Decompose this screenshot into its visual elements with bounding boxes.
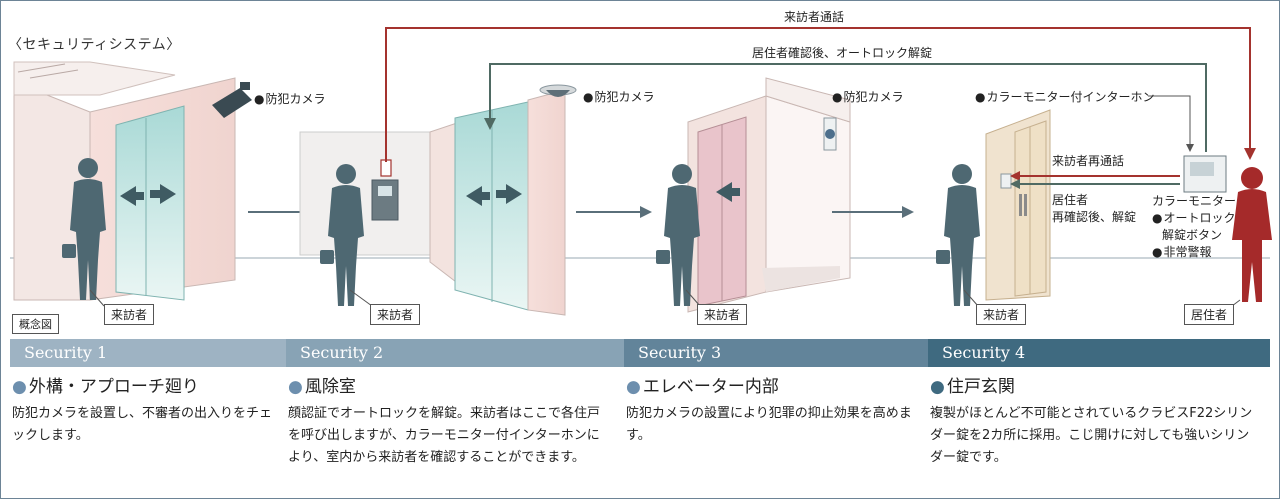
scene-1-entrance — [13, 61, 252, 301]
monitor-label: カラーモニター — [1152, 194, 1237, 208]
unlock-arrowhead — [484, 118, 496, 130]
bullet-icon: ● — [12, 377, 27, 397]
security-4-body: 複製がほとんど不可能とされているクラビスF22シリンダー錠を2カ所に採用。こじ開… — [930, 406, 1253, 465]
resident-figure — [1232, 167, 1272, 302]
bullet-icon: ● — [626, 377, 641, 397]
unlock-flow — [489, 63, 1207, 152]
ceiling-light-1 — [17, 63, 66, 73]
intercom-camera-marker — [380, 159, 392, 177]
recall-label: 来訪者再通話 — [1052, 154, 1125, 168]
security-3-body: 防犯カメラの設置により犯罪の抑止効果を高めます。 — [626, 406, 912, 443]
bullet-icon: ● — [930, 377, 945, 397]
security-1-section: ●外構・アプローチ廻り 防犯カメラを設置し、不審者の出入りをチェックします。 — [12, 372, 274, 447]
resident-label: 居住者 — [1184, 304, 1235, 325]
scene-4-unit-entrance — [936, 109, 1272, 306]
security-1-bar: Security 1 — [10, 339, 286, 367]
door-arrow-left-1 — [120, 186, 144, 206]
visitor-label-2: 来訪者 — [370, 304, 421, 325]
reconfirm-label-line2: 再確認後、解錠 — [1052, 210, 1137, 224]
monitor-feature-1-line1: オートロック — [1152, 210, 1236, 227]
label-leaders — [89, 289, 1241, 307]
door-lock-2 — [1024, 194, 1027, 216]
security-4-section: ●住戸玄関 複製がほとんど不可能とされているクラビスF22シリンダー錠を2カ所に… — [930, 372, 1260, 469]
door-arrow-right-1 — [150, 184, 176, 204]
security-1-heading: ●外構・アプローチ廻り — [12, 377, 199, 397]
monitor-feature-2: 非常警報 — [1152, 244, 1236, 261]
scene-2-windbreak-room — [299, 84, 577, 316]
monitor-feature-1-line2: 解錠ボタン — [1162, 228, 1223, 242]
camera-2-dome — [539, 84, 577, 97]
security-2-heading: ●風除室 — [288, 377, 356, 397]
visitor-call-flow — [385, 27, 1251, 162]
security-3-bar: Security 3 — [624, 339, 928, 367]
security-2-body: 顔認証でオートロックを解錠。来訪者はここで各住戸を呼び出しますが、カラーモニター… — [288, 406, 601, 465]
intercom-label: カラーモニター付インターホン — [975, 88, 1154, 105]
camera-label-3: 防犯カメラ — [832, 88, 903, 105]
door-lock-1 — [1019, 194, 1022, 216]
door-arrow-left-2 — [466, 186, 490, 206]
bullet-icon: ● — [288, 377, 303, 397]
camera-label-1: 防犯カメラ — [254, 90, 325, 107]
door-arrow-left-3 — [716, 182, 740, 202]
security-1-body: 防犯カメラを設置し、不審者の出入りをチェックします。 — [12, 406, 273, 443]
security-2-section: ●風除室 顔認証でオートロックを解錠。来訪者はここで各住戸を呼び出しますが、カラ… — [288, 372, 610, 469]
reconfirm-label: 居住者 再確認後、解錠 — [1052, 192, 1136, 226]
security-2-bar: Security 2 — [286, 339, 624, 367]
progress-arrow-2 — [576, 206, 652, 218]
door-intercom — [1000, 173, 1012, 189]
elevator-floor — [762, 266, 840, 292]
unlock-label: 居住者確認後、オートロック解錠 — [752, 46, 933, 60]
visitor-label-3: 来訪者 — [697, 304, 748, 325]
elevator-camera-lens — [825, 129, 835, 139]
security-4-bar: Security 4 — [928, 339, 1270, 367]
security-3-section: ●エレベーター内部 防犯カメラの設置により犯罪の抑止効果を高めます。 — [626, 372, 916, 447]
visitor-call-label: 来訪者通話 — [784, 10, 845, 24]
concept-diagram-tag: 概念図 — [12, 314, 59, 334]
intercom-panel — [371, 179, 399, 221]
reconfirm-label-line1: 居住者 — [1052, 193, 1089, 207]
visitor-label-1: 来訪者 — [104, 304, 155, 325]
progress-arrow-3 — [832, 206, 914, 218]
camera-1 — [212, 82, 252, 118]
security-4-heading: ●住戸玄関 — [930, 377, 1015, 397]
intercom-screen — [378, 186, 392, 196]
recall-arrowhead — [1010, 171, 1020, 181]
color-monitor-screen — [1190, 162, 1214, 176]
visitor-figure-4 — [936, 164, 980, 306]
reconfirm-arrowhead — [1010, 179, 1020, 189]
intercom-pointer — [1148, 95, 1191, 146]
security-3-heading: ●エレベーター内部 — [626, 377, 779, 397]
scene-3-elevator — [656, 77, 851, 313]
ceiling-light-2 — [29, 69, 79, 79]
visitor-label-4: 来訪者 — [976, 304, 1027, 325]
camera-label-2: 防犯カメラ — [583, 88, 654, 105]
visitor-call-arrowhead — [1244, 148, 1256, 160]
door-arrow-right-2 — [496, 184, 522, 204]
security-diagram-scene — [10, 27, 1272, 316]
monitor-feature-list: カラーモニター オートロック 解錠ボタン 非常警報 — [1152, 193, 1236, 261]
diagram-title: 〈セキュリティシステム〉 — [8, 37, 181, 53]
